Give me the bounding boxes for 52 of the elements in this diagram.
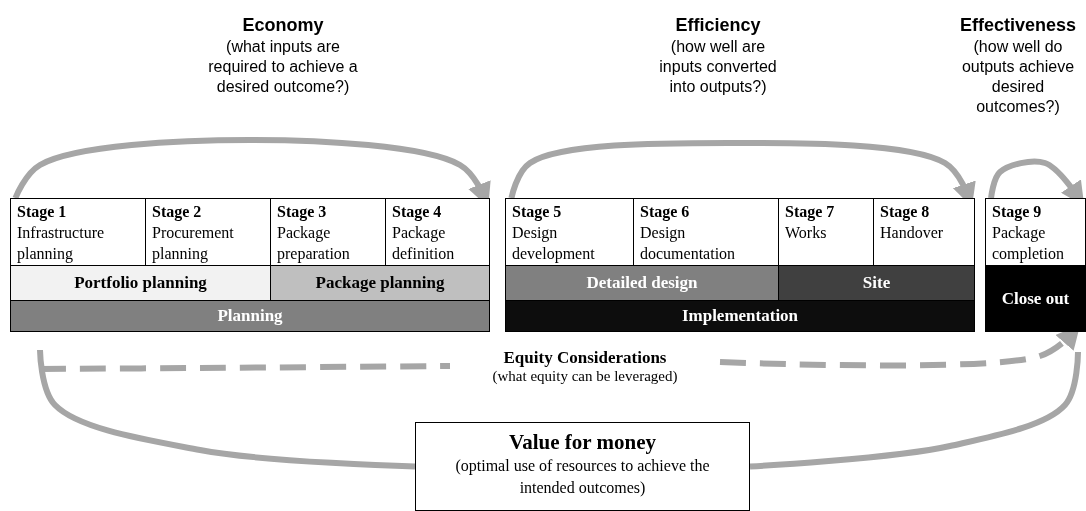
stage-cell bbox=[505, 198, 634, 266]
phase-label: Package planning bbox=[315, 273, 445, 293]
stage-title: Stage 8 bbox=[880, 202, 931, 222]
stage-title: Stage 1 bbox=[17, 202, 68, 222]
stage-cell bbox=[385, 198, 490, 266]
stage-description: Procurement planning bbox=[152, 223, 235, 264]
description: (optimal use of resources to achieve the intended outcomes) bbox=[454, 456, 711, 499]
stage-cell bbox=[873, 198, 975, 266]
description: (how well do outputs achieve desired outcomes?) bbox=[960, 37, 1076, 117]
stage-description: Design documentation bbox=[640, 223, 737, 264]
heading: Efficiency bbox=[674, 14, 762, 36]
stage-cell bbox=[270, 198, 386, 266]
description: (what inputs are required to achieve a desired outcome?) bbox=[208, 37, 358, 97]
stage-description: Handover bbox=[880, 223, 945, 243]
stage-title: Stage 4 bbox=[392, 202, 443, 222]
stage-title: Stage 2 bbox=[152, 202, 203, 222]
description: (what equity can be leveraged) bbox=[492, 368, 678, 384]
stage-description: Package definition bbox=[392, 223, 456, 264]
heading: Effectiveness bbox=[958, 14, 1078, 36]
stage-description: Works bbox=[785, 223, 828, 243]
stage-description: Package preparation bbox=[277, 223, 351, 264]
stage-description: Package completion bbox=[992, 223, 1065, 264]
phase-bar bbox=[10, 265, 271, 301]
phase-bar bbox=[985, 265, 1086, 332]
summary-box bbox=[415, 422, 750, 511]
stage-cell bbox=[10, 198, 146, 266]
phase-label: Implementation bbox=[681, 306, 799, 326]
heading: Value for money bbox=[509, 429, 656, 455]
stage-title: Stage 3 bbox=[277, 202, 328, 222]
stage-cell bbox=[145, 198, 271, 266]
phase-label: Planning bbox=[217, 306, 283, 326]
stage-description: Design development bbox=[512, 223, 596, 264]
stage-title: Stage 7 bbox=[785, 202, 836, 222]
phase-label: Portfolio planning bbox=[74, 273, 207, 293]
curved-line bbox=[749, 351, 1081, 470]
phase-bar bbox=[270, 265, 490, 301]
phase-bar bbox=[505, 265, 779, 301]
phase-bar bbox=[505, 300, 975, 332]
stage-description: Infrastructure planning bbox=[17, 223, 106, 264]
stage-cell bbox=[985, 198, 1086, 266]
stage-title: Stage 5 bbox=[512, 202, 563, 222]
description: (how well are inputs converted into outputs?) bbox=[658, 37, 778, 97]
stage-title: Stage 9 bbox=[992, 202, 1043, 222]
phase-bar bbox=[10, 300, 490, 332]
heading: Equity Considerations bbox=[503, 348, 667, 368]
curved-line bbox=[37, 349, 416, 470]
phase-label: Detailed design bbox=[586, 273, 698, 293]
phase-bar bbox=[778, 265, 975, 301]
phase-label: Close out bbox=[1001, 288, 1070, 309]
stage-title: Stage 6 bbox=[640, 202, 691, 222]
phase-label: Site bbox=[862, 273, 891, 293]
heading: Economy bbox=[241, 14, 325, 36]
